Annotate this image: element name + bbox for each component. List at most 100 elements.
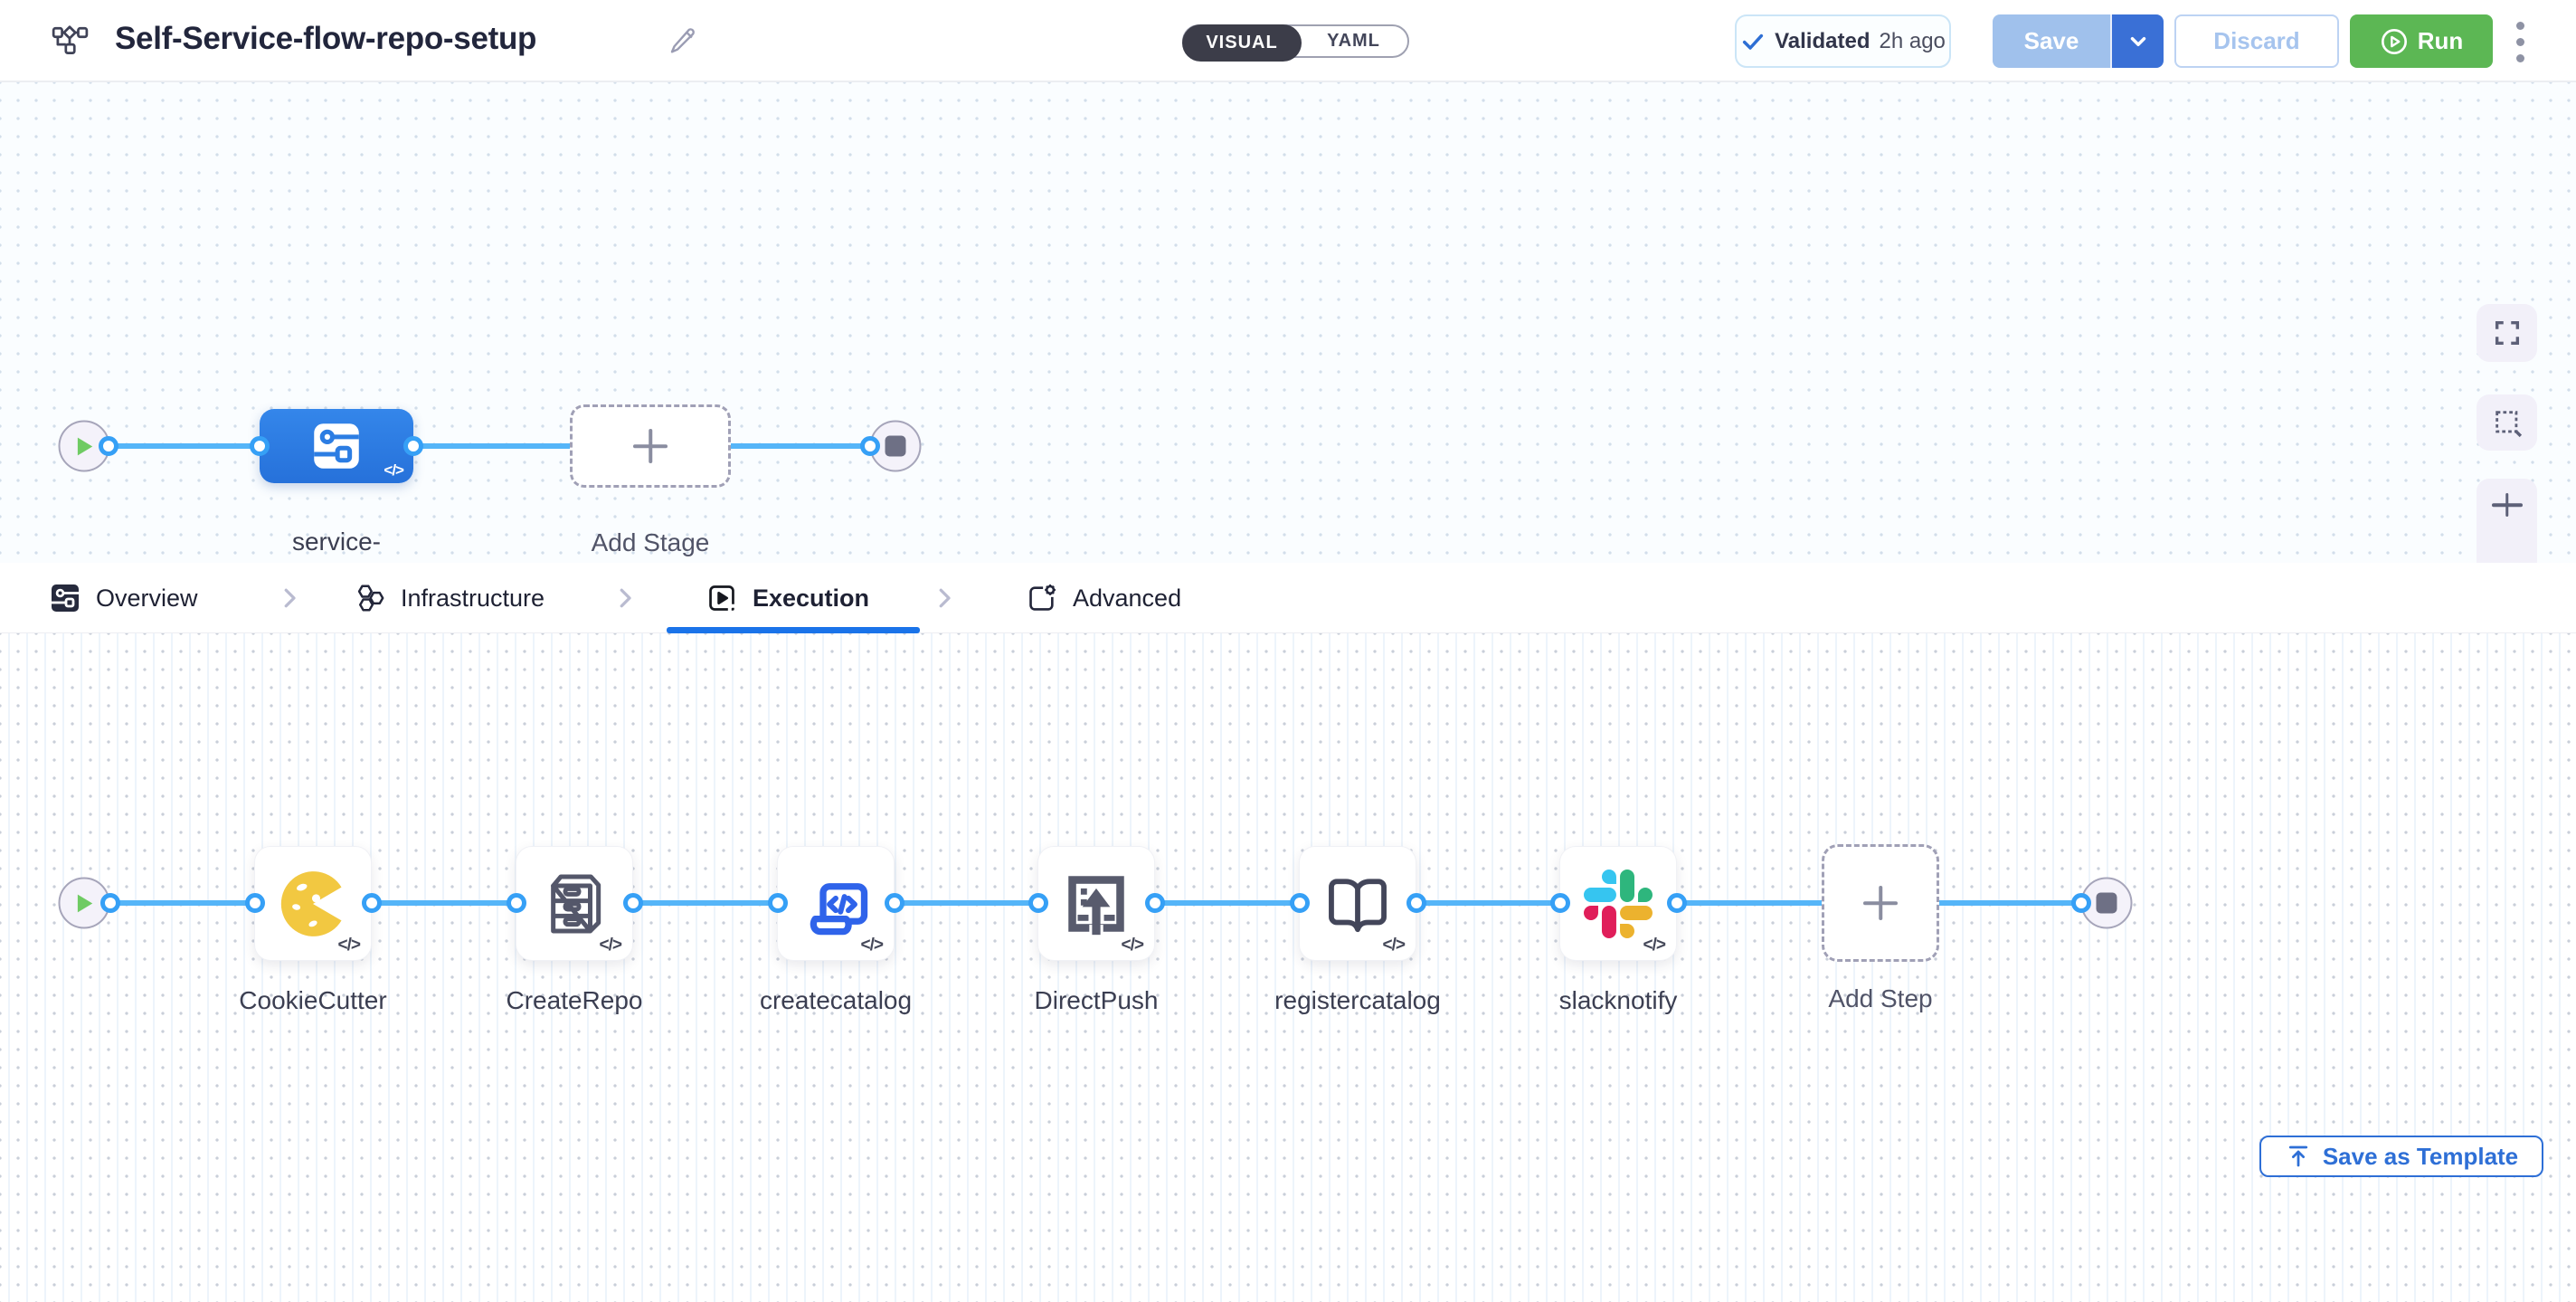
step-node-directpush[interactable]: </>	[1037, 846, 1155, 961]
custom-stage-icon	[314, 423, 359, 469]
port	[860, 436, 880, 456]
marquee-select-icon	[2495, 411, 2522, 438]
port	[885, 893, 904, 913]
save-as-template-button[interactable]: Save as Template	[2259, 1136, 2543, 1177]
execution-canvas[interactable]: </> </> </>	[0, 633, 2576, 1302]
infrastructure-icon	[357, 584, 384, 612]
fullscreen-icon	[2495, 320, 2519, 346]
port	[100, 893, 120, 913]
toggle-yaml[interactable]: YAML	[1327, 31, 1380, 51]
step-node-createrepo[interactable]: </>	[516, 846, 633, 961]
plus-icon	[633, 429, 668, 463]
port	[507, 893, 526, 913]
page-title: Self-Service-flow-repo-setup	[115, 21, 537, 56]
validated-label: Validated	[1775, 28, 1870, 53]
save-dropdown-button[interactable]	[2110, 14, 2164, 68]
step-node-cookiecutter[interactable]: </>	[254, 846, 372, 961]
chevron-right-icon	[931, 584, 958, 616]
stop-square-icon	[2096, 892, 2117, 914]
tab-advanced[interactable]: Advanced	[1027, 563, 1181, 633]
tab-infrastructure[interactable]: Infrastructure	[355, 563, 545, 633]
stage-tabbar: Overview Infrastructure Execution	[0, 563, 2576, 1177]
repo-cabinet-icon	[551, 874, 601, 933]
execution-icon	[709, 585, 734, 611]
slack-icon	[1584, 869, 1653, 938]
code-badge: </>	[384, 461, 404, 479]
port	[1028, 893, 1048, 913]
port	[623, 893, 643, 913]
port	[245, 893, 265, 913]
top-toolbar: Self-Service-flow-repo-setup VISUAL YAML…	[0, 0, 2576, 82]
step-label: CreateRepo	[506, 986, 643, 1014]
port	[1145, 893, 1165, 913]
stage-canvas[interactable]: </> service-onboarding Add Stage	[0, 82, 2576, 593]
step-label: registercatalog	[1274, 986, 1441, 1014]
tab-label: Advanced	[1073, 584, 1182, 612]
tab-overview[interactable]: Overview	[50, 563, 198, 633]
port	[1406, 893, 1426, 913]
chevron-right-icon	[276, 584, 303, 616]
save-button[interactable]: Save	[1993, 14, 2110, 68]
tab-label: Infrastructure	[401, 584, 545, 612]
edit-pencil-icon[interactable]	[667, 25, 699, 62]
port	[362, 893, 382, 913]
port	[2071, 893, 2091, 913]
code-badge: </>	[1382, 936, 1406, 955]
active-tab-underline	[667, 627, 920, 633]
code-badge: </>	[1643, 936, 1667, 955]
code-catalog-icon	[810, 882, 868, 935]
step-label: slacknotify	[1558, 986, 1678, 1014]
more-options-kebab[interactable]	[2505, 16, 2534, 67]
port	[1667, 893, 1687, 913]
code-badge: </>	[860, 936, 885, 955]
overview-icon	[52, 584, 79, 612]
validated-badge[interactable]: Validated 2h ago	[1735, 14, 1951, 68]
port	[250, 436, 270, 456]
stage-node-service-onboarding[interactable]: </>	[260, 409, 413, 483]
toggle-visual[interactable]: VISUAL	[1182, 24, 1302, 62]
add-stage-label: Add Stage	[591, 528, 710, 556]
tab-label: Execution	[753, 584, 870, 612]
chevron-down-icon	[2130, 36, 2145, 46]
step-label: createcatalog	[759, 986, 913, 1014]
code-badge: </>	[337, 936, 362, 955]
check-icon	[1743, 33, 1764, 50]
step-node-registercatalog[interactable]: </>	[1299, 846, 1416, 961]
zoom-in-button[interactable]	[2492, 493, 2523, 517]
port	[1550, 893, 1570, 913]
open-book-icon	[1329, 878, 1387, 932]
select-area-button[interactable]	[2477, 394, 2537, 451]
plus-icon	[1863, 886, 1898, 920]
add-stage-button[interactable]	[570, 404, 731, 488]
stage-connector-line	[84, 443, 895, 449]
run-label: Run	[2417, 27, 2464, 54]
step-node-slacknotify[interactable]: </>	[1559, 846, 1677, 961]
pipeline-icon	[51, 23, 89, 65]
chevron-right-icon	[611, 584, 639, 616]
step-label: DirectPush	[1034, 986, 1159, 1014]
save-as-template-label: Save as Template	[2322, 1142, 2519, 1170]
step-node-createcatalog[interactable]: </>	[777, 846, 895, 961]
port	[99, 436, 118, 456]
port	[403, 436, 423, 456]
advanced-icon	[1029, 584, 1056, 611]
discard-button[interactable]: Discard	[2174, 14, 2339, 68]
code-badge: </>	[1121, 936, 1145, 955]
fullscreen-button[interactable]	[2477, 304, 2537, 362]
step-label: CookieCutter	[239, 986, 387, 1014]
start-play-icon	[77, 894, 92, 912]
stop-square-icon	[885, 435, 906, 457]
tab-label: Overview	[96, 584, 198, 612]
visual-yaml-toggle: VISUAL YAML	[1182, 24, 1409, 62]
run-play-icon	[2381, 28, 2407, 54]
port	[768, 893, 788, 913]
run-button[interactable]: Run	[2350, 14, 2493, 68]
code-badge: </>	[599, 936, 623, 955]
add-step-label: Add Step	[1828, 984, 1933, 1012]
validated-time: 2h ago	[1879, 28, 1946, 53]
tab-execution[interactable]: Execution	[706, 563, 869, 633]
cookiecutter-icon	[280, 870, 342, 936]
add-step-button[interactable]	[1822, 844, 1939, 962]
upload-icon	[2288, 1145, 2307, 1167]
start-play-icon	[77, 437, 92, 455]
